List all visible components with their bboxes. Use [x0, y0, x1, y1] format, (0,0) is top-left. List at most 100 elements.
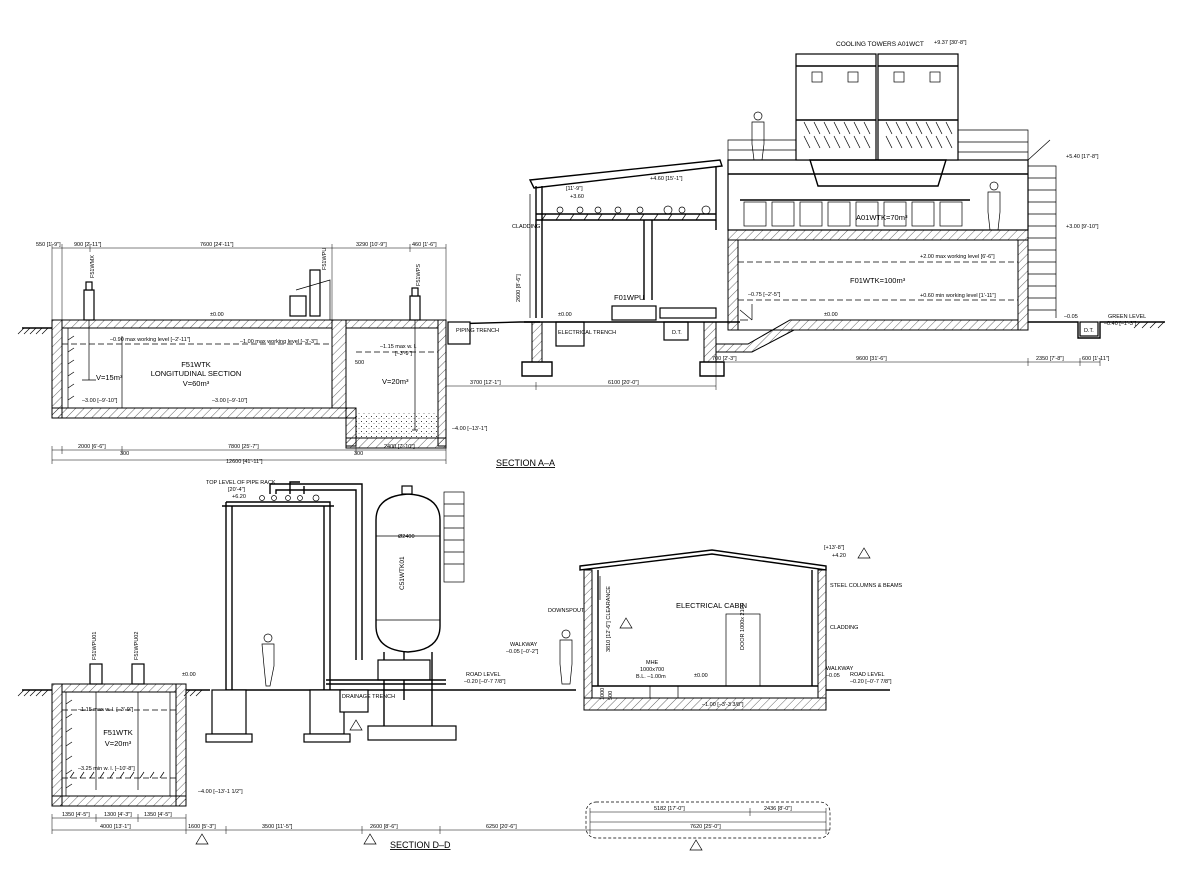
tank-f51wtk-dd: [51, 663, 187, 807]
cooling-towers-label: COOLING TOWERS A01WCT: [836, 41, 924, 48]
level-360: +3.60: [570, 194, 584, 200]
level-minus100: –1.00 [–3'-3 3/8"]: [702, 702, 744, 708]
tank-name-f51wtk: F51WTK: [181, 360, 211, 369]
tank-f01wtk: F01WTK=100m³: [850, 276, 906, 285]
dim-900: 900 [2'-11"]: [74, 242, 102, 248]
volume-label-v20: V=20m³: [382, 377, 409, 386]
dim-550: 550 [1'-9"]: [36, 242, 61, 248]
dimensions-bottom-right: [446, 352, 1101, 390]
pump-house: [521, 159, 740, 377]
dim-2600: 2600 [8'-6"]: [516, 274, 522, 302]
tank-name-f51wtk-dd: F51WTK: [103, 728, 133, 737]
level-minus400-dd: –4.00 [–13'-1 1/2"]: [198, 789, 243, 795]
dim-7800: 7800 [25'-7"]: [228, 444, 259, 450]
pump-1-tag: F51WPU01: [92, 632, 98, 660]
door-label: DOOR 1000x 2100: [740, 603, 746, 650]
max-wl-115: –1.15 max w. l.: [380, 344, 417, 350]
dim-460: 460 [1'-6"]: [412, 242, 437, 248]
tank-a01wtk-f01wtk: [715, 129, 1165, 353]
section-dd-title: SECTION D–D: [390, 840, 451, 850]
dim-3700: 3700 [12'-1"]: [470, 380, 501, 386]
level-minus300-b: –3.00 [–9'-10"]: [212, 398, 248, 404]
piping-trench-label: PIPING TRENCH: [456, 328, 499, 334]
max-wl-200: +2.00 max working level [6'-6"]: [920, 254, 995, 260]
top-pipe-rack-level: +6.20: [232, 494, 246, 500]
dim-4000: 4000 [13'-1"]: [100, 824, 131, 830]
drainage-trench: DRAINAGE TRENCH: [342, 694, 395, 700]
section-aa: F51WTK LONGITUDINAL SECTION V=60m³ V=15m…: [17, 40, 1165, 468]
mhe-bl: B.L. –1.00m: [636, 674, 666, 680]
min-wl-325: –3.25 min w. l. [–10'-8"]: [78, 766, 135, 772]
road-level-left: ROAD LEVEL: [466, 672, 501, 678]
electrical-trench-label: ELECTRICAL TRENCH: [558, 330, 616, 336]
dim-300b: 300: [354, 451, 363, 457]
clearance-label: 3810 [12'-6"] CLEARANCE: [606, 586, 612, 652]
level-000-cabin: ±0.00: [694, 673, 708, 679]
road-level-right-value: –0.20 [–0'-7 7/8"]: [850, 679, 892, 685]
dim-500: 500: [355, 360, 364, 366]
dt-label-right: D.T.: [1084, 328, 1094, 334]
level-360-imp: [11'-9"]: [566, 186, 583, 192]
electrical-cabin: [579, 549, 827, 711]
level-minus005: –0.05: [1064, 314, 1078, 320]
mhe-size: 1000x700: [640, 667, 664, 673]
dim-1300: 1300 [4'-3"]: [104, 812, 132, 818]
level-460: +4.60 [15'-1"]: [650, 176, 683, 182]
pump-f51wps: F51WPS: [416, 264, 422, 286]
volume-label-v60: V=60m³: [183, 379, 210, 388]
dim-2400: 2400 [7'-10"]: [384, 444, 415, 450]
tank-a01wtk: A01WTK=70m³: [856, 213, 908, 222]
dim-1350a: 1350 [4'-5"]: [62, 812, 90, 818]
level-540: +5.40 [17'-8"]: [1066, 154, 1099, 160]
top-pipe-rack-imp: [20'-4"]: [228, 487, 246, 493]
green-level-label: GREEN LEVEL: [1108, 314, 1146, 320]
dim-600: 600 [1'-11"]: [1082, 356, 1110, 362]
dim-5182: 5182 [17'-0"]: [654, 806, 685, 812]
cooling-towers: [795, 53, 959, 187]
road-level-left-value: –0.20 [–0'-7 7/8"]: [464, 679, 506, 685]
walkway-left-value: –0.05 [–0'-2"]: [506, 649, 539, 655]
vessel-diameter: Ø2400: [398, 534, 415, 540]
dim-6100: 6100 [20'-0"]: [608, 380, 639, 386]
dim-2350: 2350 [7'-8"]: [1036, 356, 1064, 362]
dim-2436: 2436 [8'-0"]: [764, 806, 792, 812]
level-minus400: –4.00 [–13'-1"]: [452, 426, 488, 432]
vessel-tag: C51WTK01: [399, 556, 406, 590]
min-wl-060: +0.60 min working level [1'-11"]: [920, 293, 996, 299]
revision-markers: [195, 547, 871, 851]
walkway-right-value: –0.05: [826, 673, 840, 679]
level-300: +3.00 [9'-10"]: [1066, 224, 1099, 230]
walkway-right: WALKWAY: [826, 666, 854, 672]
level-000-left: ±0.00: [210, 312, 224, 318]
level-000-pump: ±0.00: [558, 312, 572, 318]
dim-2000: 2000 [6'-6"]: [78, 444, 106, 450]
section-aa-title: SECTION A–A: [496, 458, 555, 468]
dim-7600: 7600 [24'-11"]: [200, 242, 234, 248]
dim-12600: 12600 [41'-11"]: [226, 459, 263, 465]
steel-columns-label: STEEL COLUMNS & BEAMS: [830, 583, 903, 589]
pipe-rack: [205, 481, 363, 743]
mhe-label: MHE: [646, 660, 659, 666]
roof-level: [+13'-8"]: [824, 545, 845, 551]
dim-1600: 1600 [5'-3"]: [188, 824, 216, 830]
level-000-dd: ±0.00: [182, 672, 196, 678]
dt-label-mid: D.T.: [672, 330, 682, 336]
dimensions-dd: [51, 801, 831, 839]
max-wl-115-dd: –1.15 max w. l. [–3'-9"]: [78, 707, 134, 713]
level-000-right: ±0.00: [824, 312, 838, 318]
dim-500-dd: 500: [608, 691, 614, 700]
dim-700: 700 [2'-3"]: [712, 356, 737, 362]
dim-3500: 3500 [11'-5"]: [262, 824, 293, 830]
top-pipe-rack: TOP LEVEL OF PIPE RACK: [206, 480, 276, 486]
f01wpu-label: F01WPU: [614, 293, 644, 302]
dim-300a: 300: [120, 451, 129, 457]
person-figure: [261, 111, 1001, 687]
walkway-left: WALKWAY: [510, 642, 538, 648]
level-minus300-a: –3.00 [–9'-10"]: [82, 398, 118, 404]
max-wl-100: –1.00 max working level [–3'-3"]: [240, 339, 318, 345]
dim-6250: 6250 [20'-6"]: [486, 824, 517, 830]
cladding-label-dd: CLADDING: [830, 625, 858, 631]
pump-f51wmx: F51WMX: [90, 255, 96, 278]
dim-1350b: 1350 [4'-5"]: [144, 812, 172, 818]
green-level-value: –0.40 [–1'-3"]: [1104, 321, 1137, 327]
